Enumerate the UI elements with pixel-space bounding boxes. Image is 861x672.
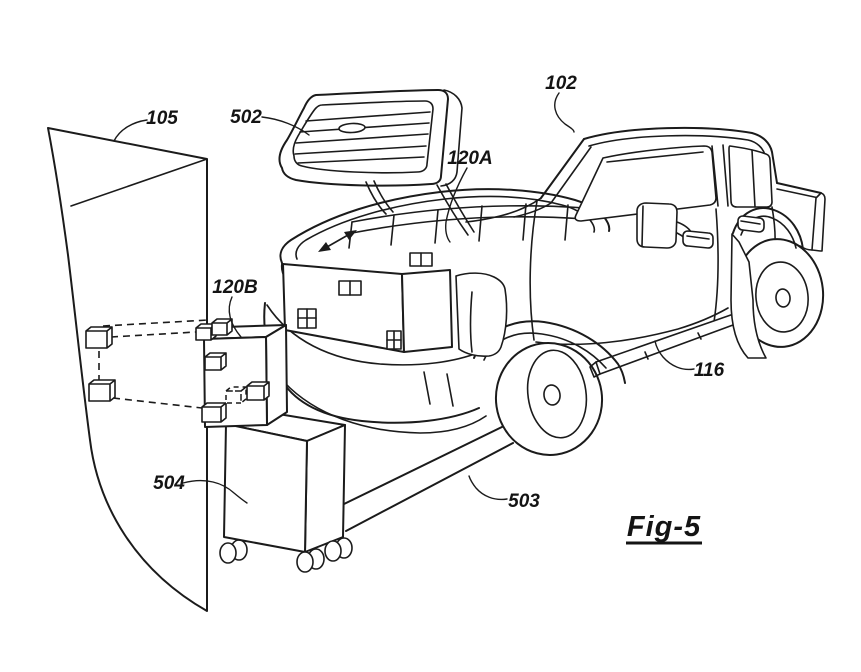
running-board xyxy=(589,308,753,378)
truck xyxy=(263,126,826,456)
battery-module-transfer xyxy=(85,318,288,428)
guide-cubes-left xyxy=(85,326,116,402)
vehicle-label: 102 xyxy=(545,73,577,94)
hood-badge-icon xyxy=(338,122,366,134)
figure-caption-text: Fig-5 xyxy=(627,511,701,543)
door-handles xyxy=(682,215,765,249)
running-board-label: 116 xyxy=(694,360,725,381)
figure-caption: Fig-5 xyxy=(626,511,702,545)
wall-fold-line xyxy=(70,158,208,207)
leader-504 xyxy=(182,479,248,504)
front-battery-modules xyxy=(318,203,586,252)
front-wheel xyxy=(494,342,604,456)
leader-105 xyxy=(113,119,148,142)
connector-ports xyxy=(297,252,433,350)
leader-116 xyxy=(654,340,695,371)
leader-503 xyxy=(468,475,508,501)
transfer-ramp xyxy=(343,424,514,532)
slide-direction-arrow-icon xyxy=(318,230,357,252)
service-cart xyxy=(219,409,353,573)
transfer-battery-module-label: 120B xyxy=(212,277,258,298)
ramp-label: 503 xyxy=(508,491,540,512)
leader-120B xyxy=(228,296,242,338)
front-battery-array-label: 120A xyxy=(447,148,492,169)
rear-door-window xyxy=(728,145,773,208)
cart-label: 504 xyxy=(153,473,185,494)
reference-labels: 105 502 102 120A 120B 504 503 116 xyxy=(113,73,725,512)
leader-102 xyxy=(554,92,575,133)
guide-cubes-right xyxy=(195,318,270,423)
frunk-opening xyxy=(279,188,611,277)
cargo-bed xyxy=(776,182,826,252)
transfer-path-dashed xyxy=(98,319,209,409)
hood-panel-label: 502 xyxy=(230,107,262,128)
hood-panel xyxy=(278,89,475,236)
windshield-cowl xyxy=(465,138,592,223)
wall-sheet xyxy=(47,127,208,612)
headlight-panel xyxy=(455,272,508,357)
front-battery-box xyxy=(282,252,508,357)
leader-502 xyxy=(261,116,310,136)
hood-struts xyxy=(365,180,475,236)
tailgate xyxy=(811,192,826,252)
front-door-window xyxy=(574,145,717,222)
wall-label: 105 xyxy=(146,108,178,129)
side-mirror xyxy=(636,202,693,249)
leader-120A xyxy=(445,167,468,243)
cab xyxy=(529,126,778,346)
